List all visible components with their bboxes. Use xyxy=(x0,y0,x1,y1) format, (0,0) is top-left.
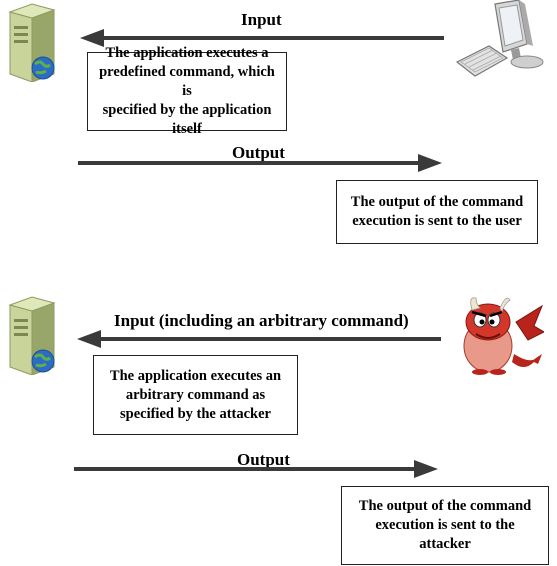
output-arrow xyxy=(78,154,442,172)
attack-input-label: Input (including an arbitrary command) xyxy=(114,311,409,330)
devil-attacker-icon xyxy=(463,297,544,375)
attack-app-box-line: The application executes an xyxy=(109,367,282,384)
application-box: The application executes a predefined co… xyxy=(87,45,287,137)
output-label: Output xyxy=(232,143,285,162)
output-box: The output of the command execution is s… xyxy=(336,180,538,244)
output-box-line: The output of the command xyxy=(350,194,524,210)
attack-output-box: The output of the command execution is s… xyxy=(341,486,549,565)
attack-output-box-line: attacker xyxy=(419,536,471,552)
attack-output-label: Output xyxy=(237,450,290,469)
app-box-line: specified by the application xyxy=(102,102,272,118)
server-icon xyxy=(8,3,56,82)
attack-app-box-line: arbitrary command as xyxy=(125,386,266,403)
attack-output-box-line: execution is sent to the xyxy=(375,517,515,533)
output-box-line: execution is sent to the user xyxy=(352,213,522,229)
attack-app-box-line: specified by the attacker xyxy=(119,405,271,422)
app-box-line: predefined command, which is xyxy=(99,64,275,99)
attack-output-arrow xyxy=(74,460,438,478)
attack-input-arrow xyxy=(77,330,441,348)
server-icon xyxy=(8,296,56,375)
input-arrow xyxy=(80,29,444,47)
input-label: Input xyxy=(241,10,282,29)
desktop-computer-icon xyxy=(455,0,544,77)
attack-application-box: The application executes an arbitrary co… xyxy=(93,355,298,435)
app-box-line: The application executes a xyxy=(105,45,269,61)
attack-output-box-line: The output of the command xyxy=(358,498,532,514)
app-box-line: itself xyxy=(172,121,202,137)
